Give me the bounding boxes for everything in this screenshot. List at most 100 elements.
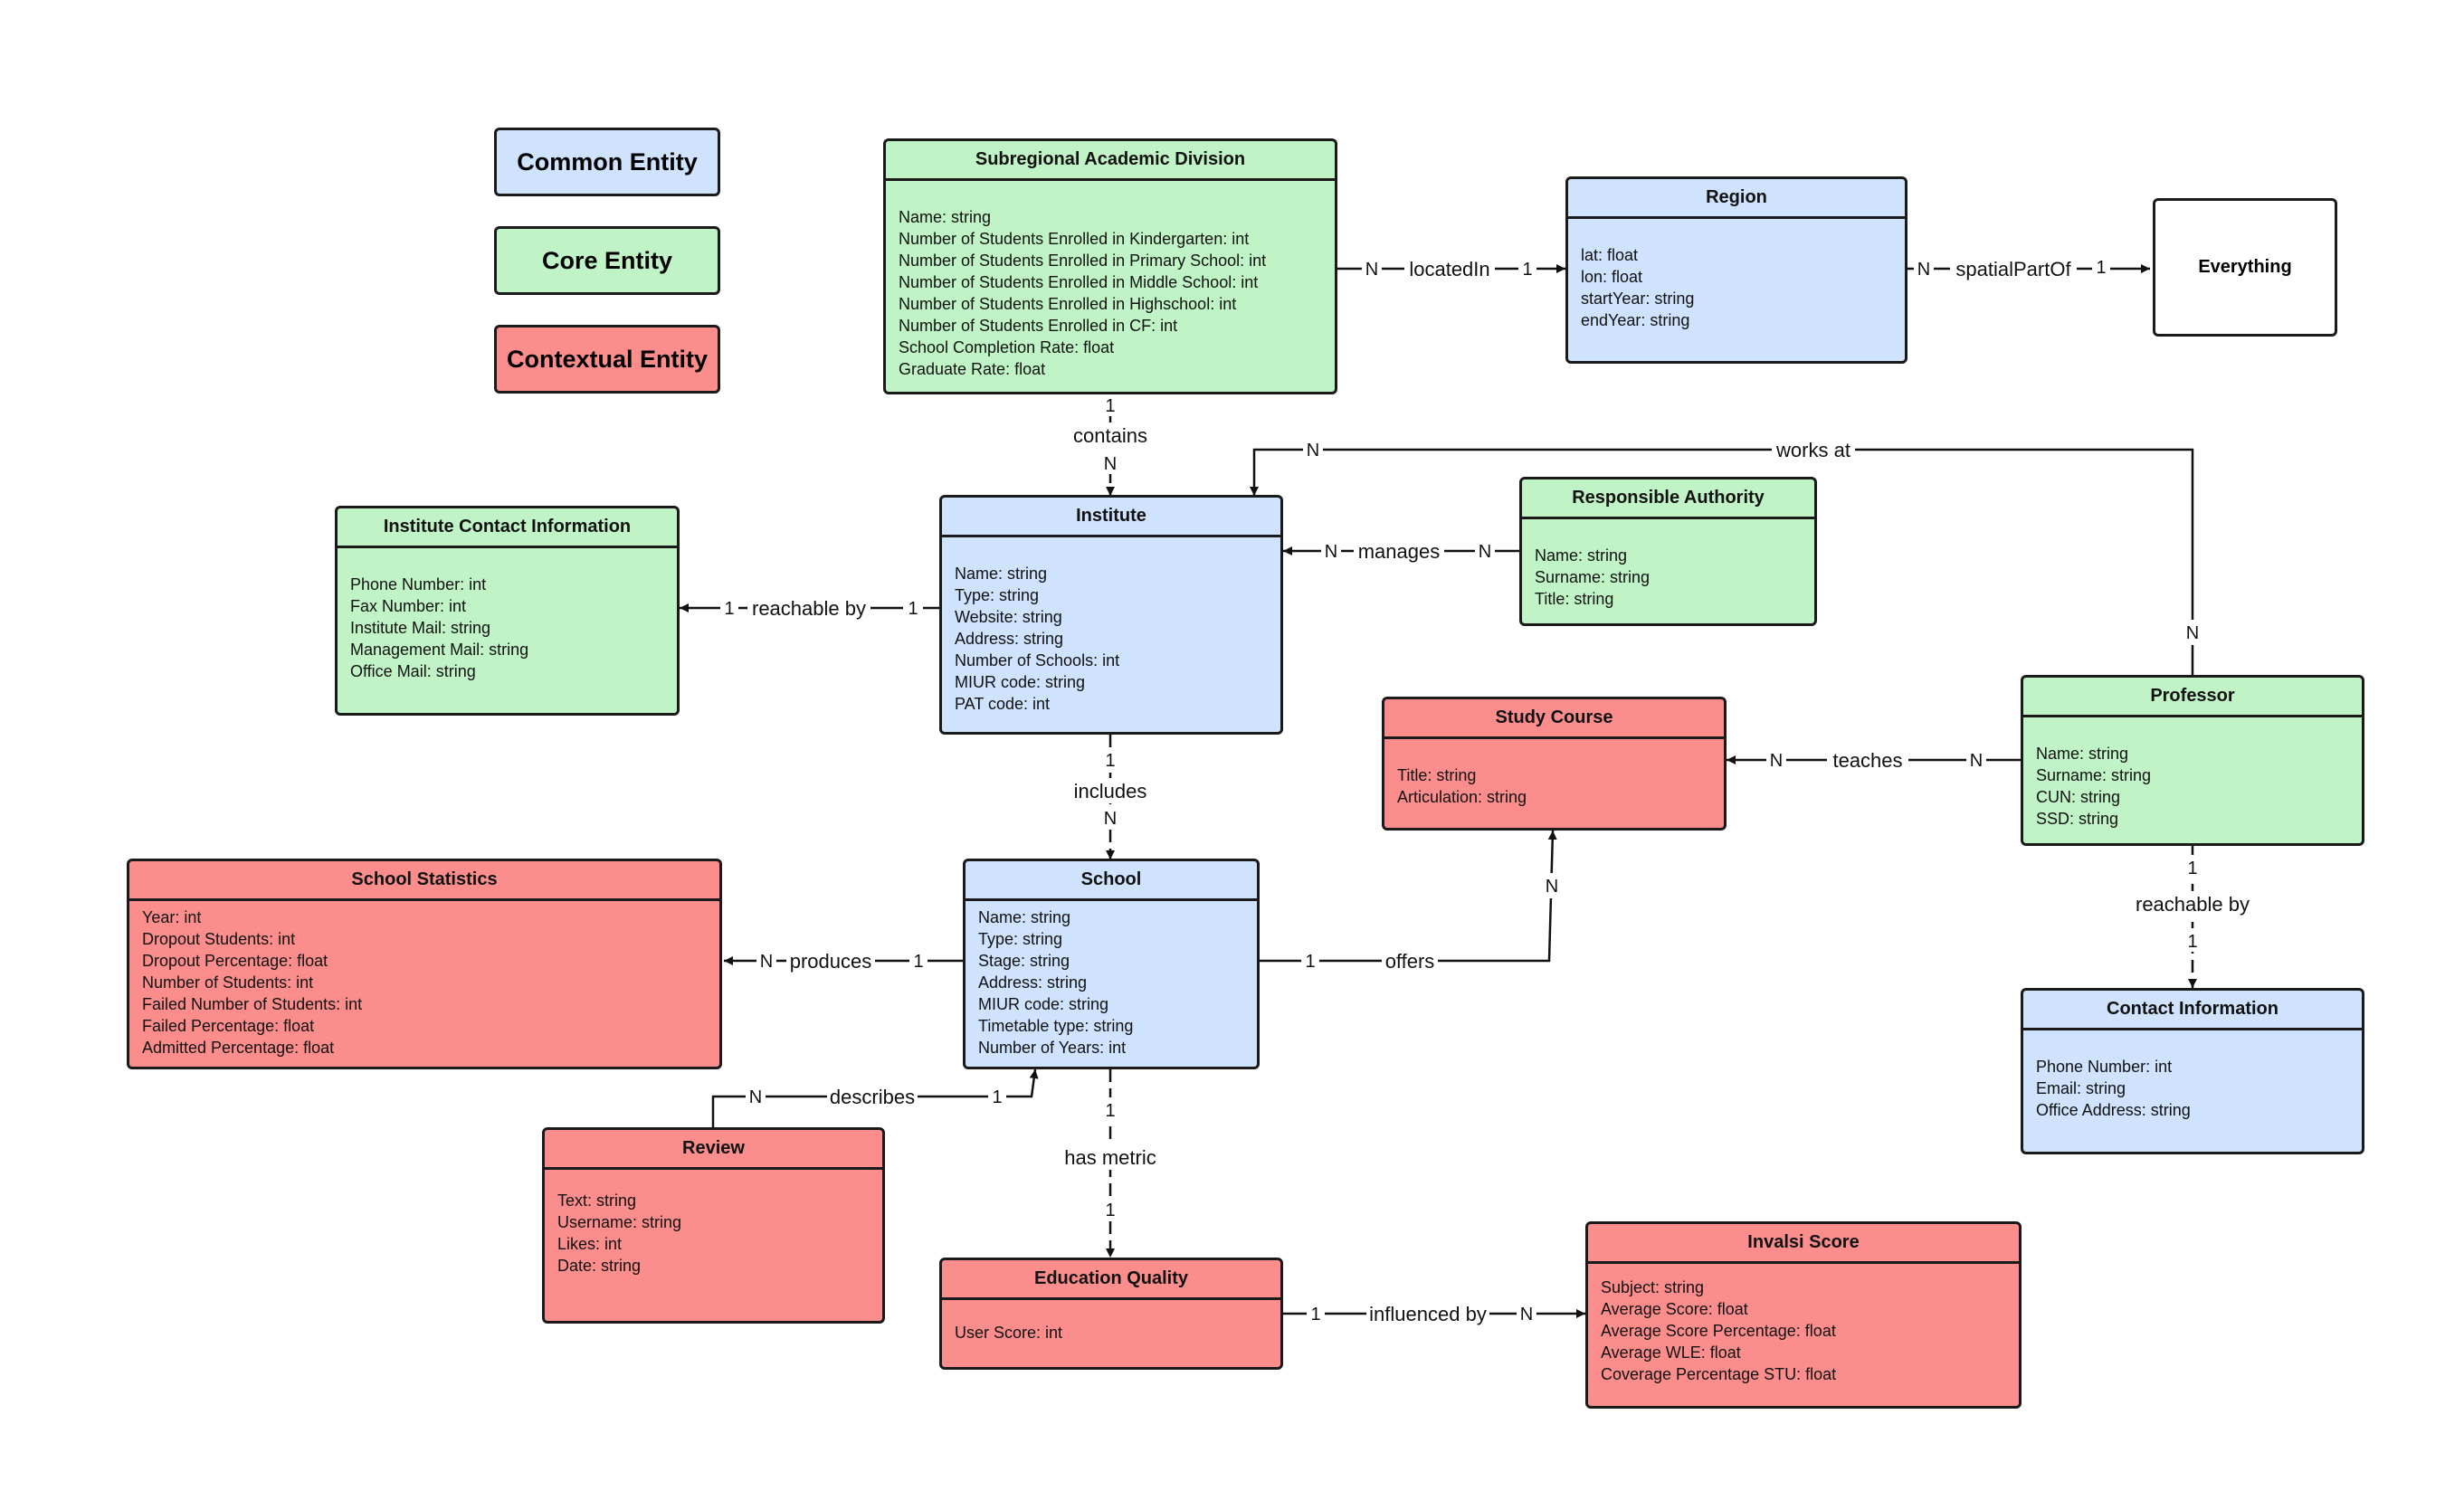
entity-attribute: endYear: string	[1581, 311, 1690, 329]
entity-attribute: Email: string	[2036, 1079, 2126, 1097]
entity-attribute: Surname: string	[1535, 568, 1651, 586]
produces-to-card: N	[760, 952, 773, 972]
entity-attribute: Name: string	[955, 565, 1048, 583]
entity-title: Study Course	[1384, 699, 1724, 739]
entity-attribute: Type: string	[978, 930, 1063, 948]
entity-attribute: Surname: string	[2036, 766, 2152, 784]
entity-title: Invalsi Score	[1588, 1224, 2019, 1264]
offers-to-card: N	[1546, 877, 1558, 897]
entity-attribute: Office Address: string	[2036, 1101, 2191, 1119]
describes-from-card: N	[749, 1087, 762, 1107]
entity-attribute: Timetable type: string	[978, 1017, 1134, 1035]
reachable-by-professor-label: reachable by	[2136, 893, 2250, 916]
entity-attribute: Articulation: string	[1397, 788, 1527, 806]
entity-attribute: Office Mail: string	[350, 662, 476, 680]
entity-review: Review Text: string Username: string Lik…	[542, 1127, 885, 1324]
entity-attribute: Address: string	[978, 973, 1088, 992]
entity-subregional-academic-division: Subregional Academic Division Name: stri…	[883, 138, 1337, 394]
entity-invalsi-score: Invalsi Score Subject: string Average Sc…	[1585, 1221, 2022, 1409]
entity-title: School Statistics	[129, 861, 719, 901]
entity-attribute: Management Mail: string	[350, 641, 529, 659]
entity-attribute: Average WLE: float	[1601, 1343, 1741, 1362]
reachable-by-institute-label: reachable by	[752, 597, 866, 620]
reachable-by-institute-from-card: 1	[908, 599, 918, 619]
entity-education-quality: Education Quality User Score: int	[939, 1258, 1283, 1370]
entity-attribute: Number of Schools: int	[955, 651, 1120, 669]
entity-attribute: Failed Percentage: float	[142, 1017, 315, 1035]
entity-attribute: Number of Students Enrolled in Kindergar…	[899, 230, 1250, 248]
entity-attribute: CUN: string	[2036, 788, 2121, 806]
describes-to-card: 1	[992, 1087, 1002, 1107]
entity-attribute: Coverage Percentage STU: float	[1601, 1365, 1837, 1383]
includes-to-card: N	[1104, 809, 1117, 829]
works-at-label: works at	[1775, 439, 1850, 461]
entity-school: School Name: string Type: string Stage: …	[963, 859, 1260, 1069]
manages-label: manages	[1358, 540, 1441, 563]
entity-attribute: Admitted Percentage: float	[142, 1039, 335, 1057]
located-in-label: locatedIn	[1409, 258, 1489, 280]
entity-title: School	[966, 861, 1257, 901]
describes-label: describes	[830, 1086, 915, 1108]
teaches-from-card: N	[1970, 751, 1983, 771]
entity-attribute: Name: string	[978, 908, 1071, 926]
entity-attribute: Phone Number: int	[2036, 1058, 2173, 1076]
entity-title: Review	[545, 1130, 882, 1170]
teaches-label: teaches	[1832, 749, 1902, 772]
entity-title: Institute	[942, 498, 1280, 537]
entity-attribute: Subject: string	[1601, 1278, 1705, 1296]
entity-attribute: Number of Students: int	[142, 973, 314, 992]
entity-attribute: Year: int	[142, 908, 202, 926]
located-in-to-card: 1	[1522, 260, 1532, 280]
entity-attribute: Number of Years: int	[978, 1039, 1127, 1057]
reachable-by-institute-to-card: 1	[724, 599, 734, 619]
has-metric-to-card: 1	[1105, 1201, 1115, 1220]
entity-school-statistics: School Statistics Year: int Dropout Stud…	[127, 859, 722, 1069]
entity-title: Contact Information	[2023, 991, 2362, 1030]
entity-study-course: Study Course Title: string Articulation:…	[1382, 697, 1727, 831]
legend-core-entity: Core Entity	[494, 226, 720, 295]
entity-attribute: Address: string	[955, 630, 1064, 648]
entity-attribute: Name: string	[899, 208, 992, 226]
entity-title: Education Quality	[942, 1260, 1280, 1300]
works-at-to-card: N	[1307, 441, 1319, 460]
located-in-from-card: N	[1365, 260, 1378, 280]
entity-attribute: Type: string	[955, 586, 1040, 604]
entity-attribute: Website: string	[955, 608, 1062, 626]
contains-label: contains	[1073, 424, 1147, 447]
entity-everything: Everything	[2153, 198, 2337, 337]
entity-region: Region lat: float lon: float startYear: …	[1565, 176, 1907, 364]
entity-attribute: Graduate Rate: float	[899, 360, 1046, 378]
entity-attribute: Number of Students Enrolled in CF: int	[899, 317, 1178, 335]
entity-attribute: Fax Number: int	[350, 597, 467, 615]
entity-attribute: SSD: string	[2036, 810, 2119, 828]
includes-label: includes	[1074, 780, 1147, 802]
entity-attribute: Date: string	[557, 1257, 642, 1275]
entity-attribute: PAT code: int	[955, 695, 1051, 713]
entity-attribute: Institute Mail: string	[350, 619, 491, 637]
offers-label: offers	[1385, 950, 1435, 973]
entity-responsible-authority: Responsible Authority Name: string Surna…	[1519, 477, 1817, 626]
entity-title: Region	[1568, 179, 1905, 219]
entity-attribute: Name: string	[1535, 546, 1628, 565]
entity-institute-contact-information: Institute Contact Information Phone Numb…	[335, 506, 680, 716]
legend-common-entity: Common Entity	[494, 128, 720, 196]
entity-attribute: User Score: int	[955, 1324, 1063, 1342]
teaches-to-card: N	[1770, 751, 1783, 771]
works-at-from-card: N	[2186, 623, 2199, 643]
entity-contact-information: Contact Information Phone Number: int Em…	[2021, 988, 2364, 1154]
entity-attribute: Username: string	[557, 1213, 682, 1231]
influenced-by-label: influenced by	[1369, 1303, 1487, 1325]
entity-attribute: Dropout Students: int	[142, 930, 296, 948]
produces-label: produces	[790, 950, 872, 973]
entity-attribute: Likes: int	[557, 1235, 623, 1253]
offers-line	[1260, 830, 1557, 963]
entity-attribute: Number of Students Enrolled in Highschoo…	[899, 295, 1237, 313]
entity-attribute: Stage: string	[978, 952, 1070, 970]
entity-attribute: Text: string	[557, 1191, 637, 1210]
entity-attribute: Title: string	[1397, 766, 1477, 784]
entity-institute: Institute Name: string Type: string Webs…	[939, 495, 1283, 735]
reachable-by-professor-from-card: 1	[2187, 859, 2197, 878]
spatial-part-of-to-card: 1	[2096, 258, 2106, 278]
